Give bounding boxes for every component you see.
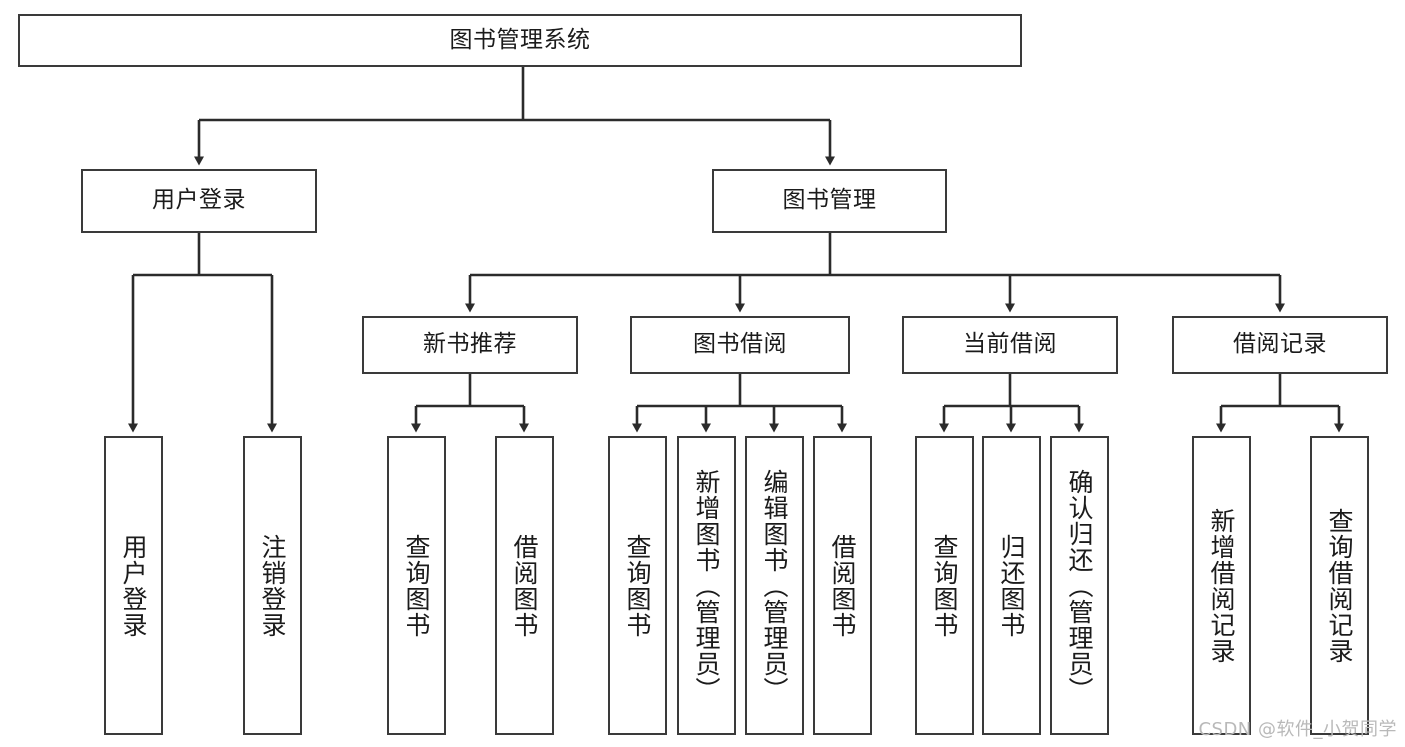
node-leaf-user-logout[interactable]: 注销登录 [243, 436, 302, 735]
node-leaf-query-book-1-label: 查询图书 [402, 533, 431, 638]
node-book-borrow-label: 图书借阅 [693, 331, 787, 358]
node-user-login[interactable]: 用户登录 [81, 169, 317, 233]
node-leaf-edit-book-label: 编辑图书（管理员） [760, 468, 789, 703]
node-book-manage[interactable]: 图书管理 [712, 169, 947, 233]
node-leaf-confirm-return-label: 确认归还（管理员） [1065, 468, 1094, 703]
node-new-book-recommend[interactable]: 新书推荐 [362, 316, 578, 374]
node-leaf-add-book[interactable]: 新增图书（管理员） [677, 436, 736, 735]
node-leaf-return-book-label: 归还图书 [997, 533, 1026, 638]
node-leaf-query-book-3-label: 查询图书 [930, 533, 959, 638]
node-leaf-query-book-2-label: 查询图书 [623, 533, 652, 638]
node-user-login-label: 用户登录 [152, 187, 246, 214]
node-leaf-borrow-book-2[interactable]: 借阅图书 [813, 436, 872, 735]
node-leaf-add-record[interactable]: 新增借阅记录 [1192, 436, 1251, 735]
node-leaf-borrow-book-1-label: 借阅图书 [510, 533, 539, 638]
node-leaf-add-book-label: 新增图书（管理员） [692, 468, 721, 703]
node-book-manage-label: 图书管理 [782, 187, 877, 214]
node-new-book-recommend-label: 新书推荐 [423, 331, 517, 358]
node-root-label: 图书管理系统 [449, 26, 591, 53]
node-leaf-add-record-label: 新增借阅记录 [1207, 507, 1236, 664]
node-borrow-record[interactable]: 借阅记录 [1172, 316, 1388, 374]
node-leaf-user-login[interactable]: 用户登录 [104, 436, 163, 735]
node-leaf-user-login-label: 用户登录 [119, 533, 148, 638]
node-leaf-confirm-return[interactable]: 确认归还（管理员） [1050, 436, 1109, 735]
node-root[interactable]: 图书管理系统 [18, 14, 1022, 67]
node-borrow-record-label: 借阅记录 [1233, 331, 1327, 358]
node-leaf-user-logout-label: 注销登录 [258, 533, 287, 638]
node-leaf-query-record[interactable]: 查询借阅记录 [1310, 436, 1369, 735]
node-leaf-query-book-2[interactable]: 查询图书 [608, 436, 667, 735]
node-book-borrow[interactable]: 图书借阅 [630, 316, 850, 374]
node-leaf-query-book-1[interactable]: 查询图书 [387, 436, 446, 735]
node-leaf-borrow-book-2-label: 借阅图书 [828, 533, 857, 638]
node-leaf-borrow-book-1[interactable]: 借阅图书 [495, 436, 554, 735]
node-leaf-edit-book[interactable]: 编辑图书（管理员） [745, 436, 804, 735]
node-leaf-query-book-3[interactable]: 查询图书 [915, 436, 974, 735]
node-current-borrow-label: 当前借阅 [963, 331, 1057, 358]
node-leaf-return-book[interactable]: 归还图书 [982, 436, 1041, 735]
node-leaf-query-record-label: 查询借阅记录 [1325, 507, 1354, 664]
node-current-borrow[interactable]: 当前借阅 [902, 316, 1118, 374]
